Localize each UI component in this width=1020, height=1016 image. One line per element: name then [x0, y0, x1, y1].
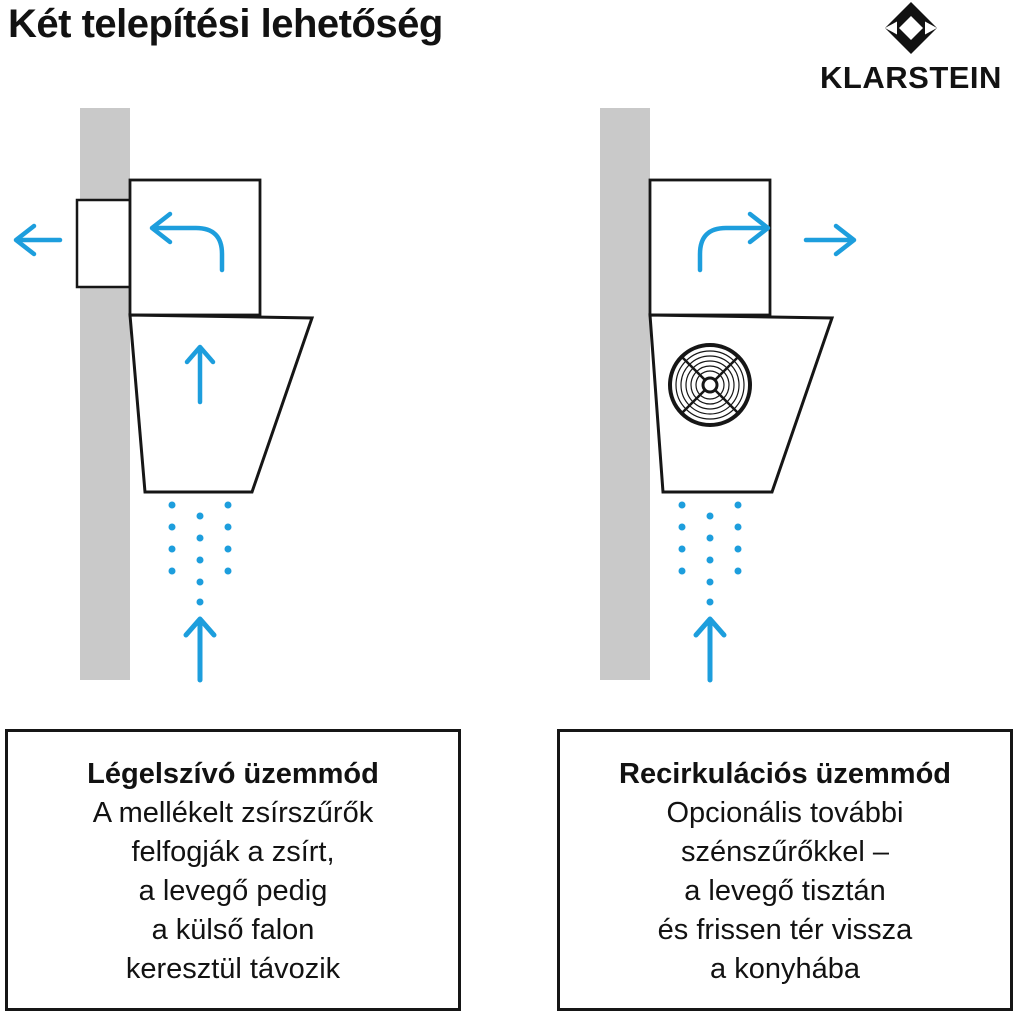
caption-line: felfogják a zsírt, [131, 836, 335, 868]
arrow-curve-left-icon [149, 211, 225, 273]
caption-line: a konyhába [710, 953, 860, 985]
recirculation-mode-caption: Recirkulációs üzemmód Opcionális további… [557, 729, 1013, 1011]
recirculation-mode-caption-title: Recirkulációs üzemmód [619, 758, 951, 790]
caption-line: a levegő pedig [138, 875, 328, 907]
caption-line: és frissen tér vissza [657, 914, 913, 946]
page-title: Két telepítési lehetőség [8, 2, 443, 46]
exhaust-mode-caption: Légelszívó üzemmód A mellékelt zsírszűrő… [5, 729, 461, 1011]
caption-line: a levegő tisztán [684, 875, 886, 907]
wall-right [600, 108, 650, 680]
caption-line: A mellékelt zsírszűrők [92, 797, 374, 829]
steam-dots [678, 501, 742, 606]
arrow-up-bottom-icon [693, 616, 727, 683]
wall-left [80, 108, 130, 680]
caption-line: Opcionális további [666, 797, 904, 829]
hood-chimney [648, 178, 772, 317]
arrow-up-bottom-icon [183, 616, 217, 683]
brand-block: KLARSTEIN [805, 1, 1017, 96]
caption-line: keresztül távozik [125, 953, 341, 985]
caption-line: a külső falon [151, 914, 315, 946]
steam-dots [168, 501, 232, 606]
arrow-out-right-icon [803, 223, 857, 257]
wall-duct [75, 198, 132, 289]
hood-body [128, 313, 315, 494]
arrow-curve-right-icon [697, 211, 771, 273]
exhaust-mode-caption-title: Légelszívó üzemmód [87, 758, 379, 790]
fan-filter-icon [668, 343, 752, 427]
hood-chimney [128, 178, 262, 317]
klarstein-diamond-logo-icon [885, 2, 937, 54]
recirculation-mode-diagram [600, 108, 857, 683]
brand-name: KLARSTEIN [820, 60, 1002, 95]
arrow-out-left-icon [13, 223, 63, 257]
exhaust-mode-diagram [13, 108, 315, 683]
arrow-up-hood-icon [184, 344, 216, 405]
hood-body [648, 313, 835, 494]
caption-line: szénszűrőkkel – [681, 836, 889, 868]
